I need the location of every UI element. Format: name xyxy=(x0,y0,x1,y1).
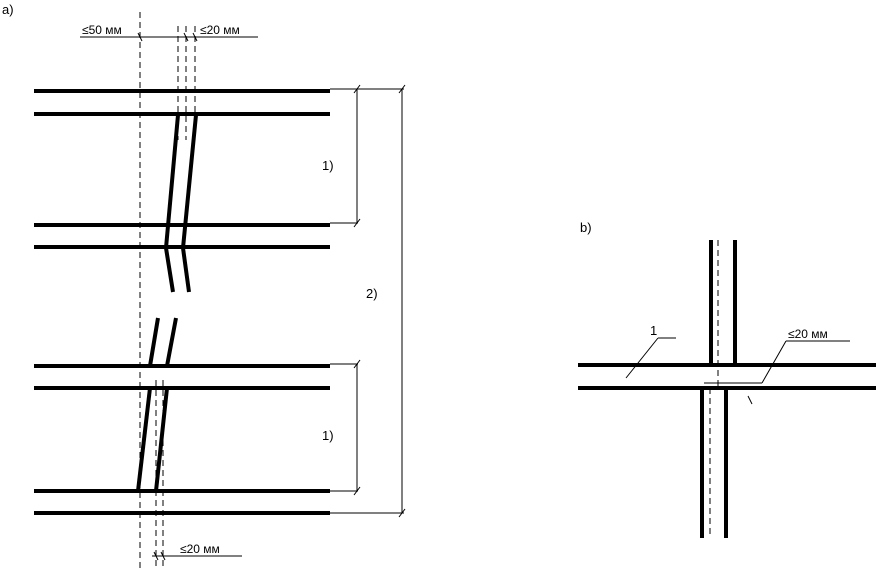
incl-bar-3 xyxy=(136,387,152,492)
part-b-horizontal-bars xyxy=(578,363,876,390)
dim-bottom: ≤20 мм xyxy=(180,542,220,556)
incl-bar-3-head xyxy=(148,317,160,367)
part-b-vertical-upper xyxy=(709,240,737,390)
top-dimension: ≤50 мм ≤20 мм xyxy=(80,23,258,42)
upper-inclined-bars xyxy=(164,114,198,293)
label-1-lower: 1) xyxy=(322,428,334,443)
lower-inclined-bars xyxy=(136,317,178,492)
right-dimensions: 1) 1) 2) xyxy=(322,84,406,518)
part-b-vertical-lower xyxy=(700,388,728,538)
part-b-callout: 1 xyxy=(625,323,676,379)
incl-bar-1-tail xyxy=(164,247,175,293)
part-b-label: b) xyxy=(580,220,592,235)
incl-bar-4-head xyxy=(165,317,178,367)
dim-top-left: ≤50 мм xyxy=(82,23,122,37)
dim-top-right: ≤20 мм xyxy=(200,23,240,37)
part-b-dimension: ≤20 мм xyxy=(704,327,850,405)
incl-bar-1 xyxy=(164,114,180,249)
label-1-upper: 1) xyxy=(322,158,334,173)
label-2: 2) xyxy=(366,286,378,301)
bottom-dimension: ≤20 мм xyxy=(152,542,242,561)
incl-bar-2 xyxy=(181,114,198,249)
part-a-label: a) xyxy=(2,2,14,17)
incl-bar-2-tail xyxy=(181,247,191,293)
dim-b: ≤20 мм xyxy=(788,327,828,341)
incl-bar-4 xyxy=(154,387,169,492)
lower-horizontal-bars xyxy=(34,364,330,515)
upper-horizontal-bars xyxy=(34,89,330,249)
callout-1: 1 xyxy=(650,323,657,338)
